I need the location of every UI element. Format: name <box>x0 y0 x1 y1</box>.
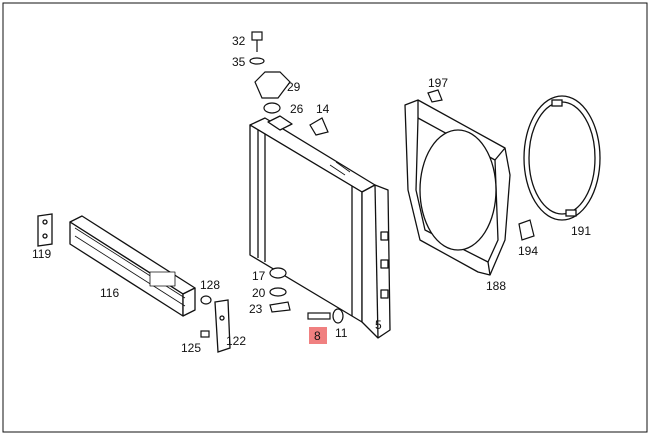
part-label-8-highlight <box>309 327 327 344</box>
part-label-116[interactable]: 116 <box>100 286 119 300</box>
bracket-122-drawing <box>214 299 231 353</box>
small-parts-drawing <box>200 31 535 338</box>
part-label-125[interactable]: 125 <box>181 341 201 355</box>
fan-ring-drawing <box>523 95 601 221</box>
part-label-197[interactable]: 197 <box>428 76 448 90</box>
part-label-26[interactable]: 26 <box>290 102 304 116</box>
part-label-14[interactable]: 14 <box>316 102 330 116</box>
diagram-border <box>2 2 648 433</box>
fan-shroud-drawing <box>404 99 511 276</box>
part-label-32[interactable]: 32 <box>232 34 246 48</box>
part-label-119[interactable]: 119 <box>32 247 51 261</box>
bracket-119-drawing <box>37 213 53 247</box>
part-label-29[interactable]: 29 <box>287 80 301 94</box>
part-label-5[interactable]: 5 <box>375 318 382 332</box>
part-label-11[interactable]: 11 <box>335 326 348 340</box>
part-label-188[interactable]: 188 <box>486 279 506 293</box>
part-label-20[interactable]: 20 <box>252 286 266 300</box>
part-labels: 32 35 29 26 14 197 191 194 188 119 116 1… <box>32 34 591 355</box>
radiator-drawing <box>249 115 391 339</box>
part-label-128[interactable]: 128 <box>200 278 220 292</box>
part-label-17[interactable]: 17 <box>252 269 266 283</box>
part-label-191[interactable]: 191 <box>571 224 591 238</box>
part-label-122[interactable]: 122 <box>226 334 246 348</box>
part-label-194[interactable]: 194 <box>518 244 538 258</box>
part-label-23[interactable]: 23 <box>249 302 263 316</box>
part-label-35[interactable]: 35 <box>232 55 246 69</box>
part-label-8[interactable]: 8 <box>314 329 321 343</box>
oil-cooler-drawing <box>69 215 196 317</box>
